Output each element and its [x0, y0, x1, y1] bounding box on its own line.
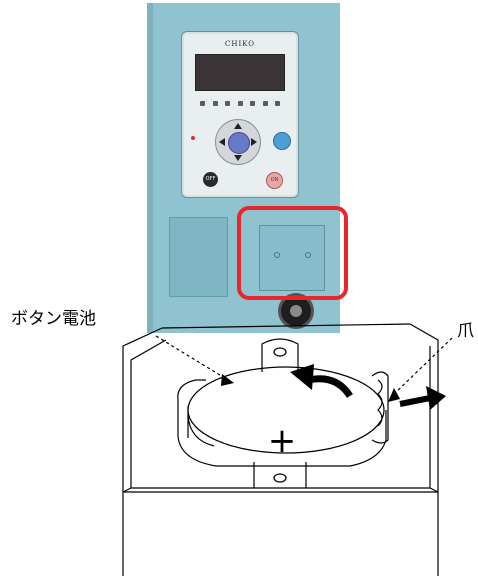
- housing-front: [122, 491, 439, 576]
- plus-polarity-mark: +: [268, 421, 297, 461]
- coin-cell: [187, 366, 385, 454]
- menu-key: [273, 132, 291, 150]
- claw-label: 爪: [457, 321, 474, 341]
- brand-logo: CHIKO: [224, 40, 255, 48]
- device-photo: CHIKO OFF ON: [147, 3, 340, 333]
- housing-sides: [122, 323, 439, 492]
- blank-plate: [169, 217, 228, 297]
- panel-edge: [147, 3, 153, 333]
- left-arrow-icon: [219, 138, 225, 146]
- rotate-arrow-icon: [307, 375, 353, 399]
- battery-cover-highlight: [237, 206, 348, 300]
- on-key: ON: [266, 172, 283, 189]
- battery-leader-arrowhead: [221, 374, 234, 386]
- push-arrowhead: [426, 386, 446, 410]
- lcd-display: [195, 54, 285, 91]
- battery-cover: [259, 225, 325, 291]
- retaining-clip: [371, 371, 389, 444]
- operation-panel: CHIKO OFF ON: [181, 31, 299, 198]
- up-arrow-icon: [234, 123, 242, 129]
- alarm-led: [191, 136, 195, 140]
- enter-key: [228, 132, 250, 154]
- battery-leader-line: [155, 335, 229, 381]
- right-arrow-icon: [251, 138, 257, 146]
- inner-wall-left: [130, 339, 167, 488]
- holder-base: [177, 400, 387, 467]
- navigation-ring: [215, 119, 261, 165]
- down-arrow-icon: [234, 155, 242, 161]
- rotate-arrowhead: [290, 364, 314, 390]
- status-led-row: [200, 101, 280, 107]
- battery-label: ボタン電池: [11, 309, 96, 329]
- claw-leader-arrowhead: [388, 388, 400, 402]
- push-arrow-icon: [399, 395, 431, 407]
- top-boss: [261, 338, 299, 372]
- screw-icon: [274, 252, 280, 258]
- claw-leader-line: [391, 337, 453, 397]
- screw-icon: [305, 252, 311, 258]
- housing-top-edge: [161, 323, 411, 329]
- off-key: OFF: [203, 172, 218, 187]
